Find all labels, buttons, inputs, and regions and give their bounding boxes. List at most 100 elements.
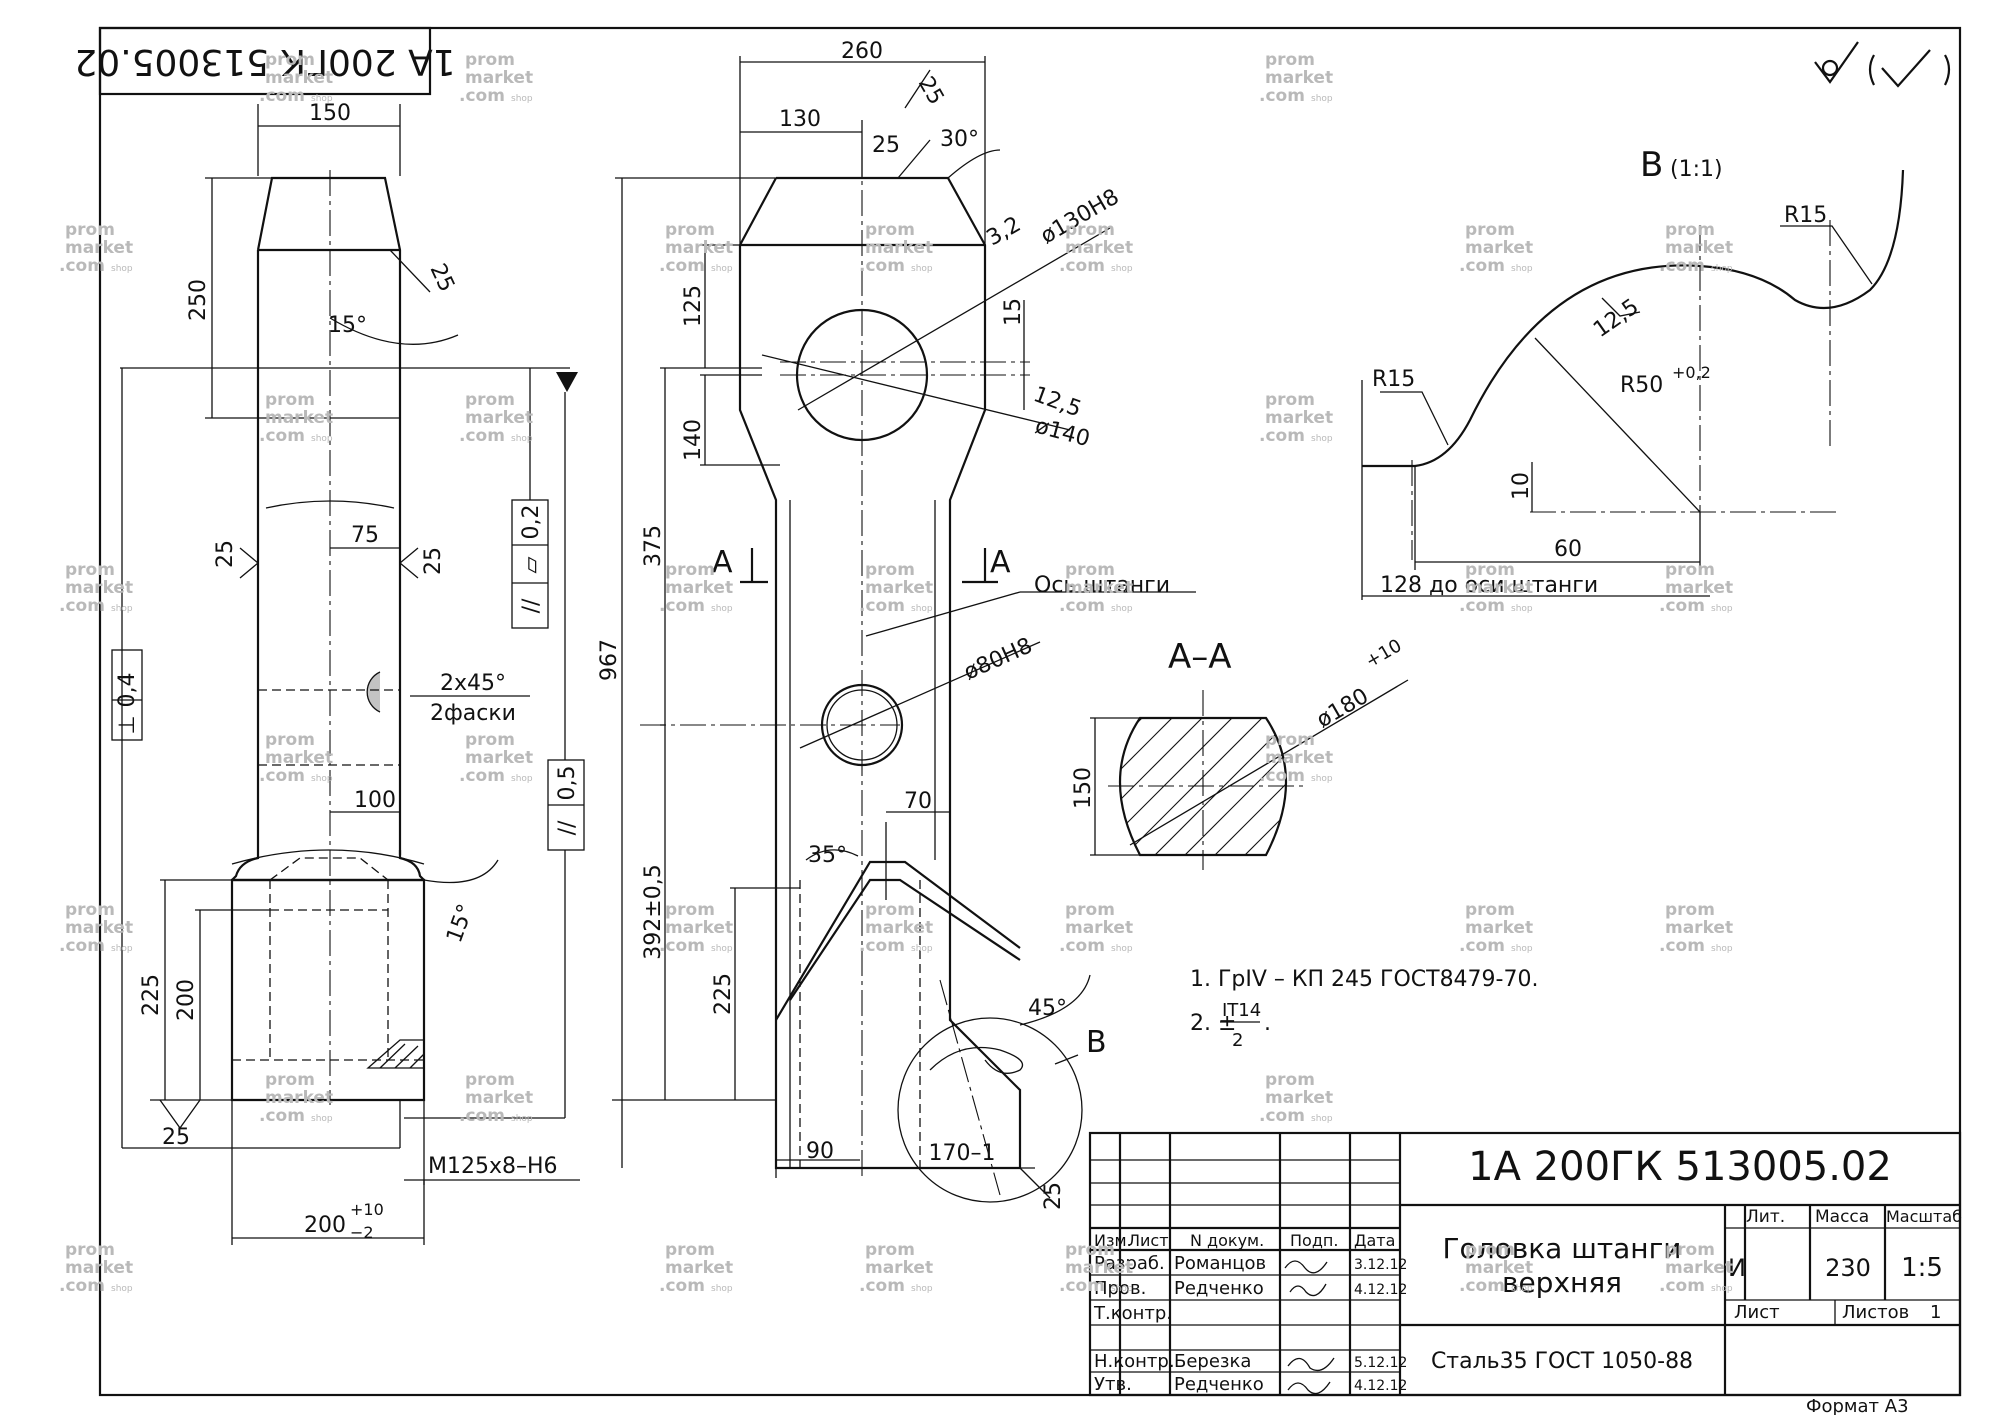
svg-text:15°: 15° xyxy=(328,313,367,338)
svg-text:shop: shop xyxy=(1511,604,1533,614)
role-4-date: 4.12.12 xyxy=(1354,1378,1407,1394)
svg-text:prom: prom xyxy=(1065,560,1115,580)
role-1-date: 4.12.12 xyxy=(1354,1282,1407,1298)
svg-text:prom: prom xyxy=(665,220,715,240)
svg-text:market: market xyxy=(865,1258,933,1278)
role-4-name: Редченко xyxy=(1174,1374,1264,1395)
role-4: Утв. xyxy=(1094,1374,1132,1395)
svg-text:market: market xyxy=(1065,918,1133,938)
svg-text:market: market xyxy=(1065,1258,1133,1278)
svg-text:+10: +10 xyxy=(1362,635,1405,672)
svg-text:shop: shop xyxy=(1711,944,1733,954)
svg-text:.com: .com xyxy=(59,596,105,616)
side-view: 150 250 15° 25 75 25 xyxy=(111,101,585,1245)
svg-text:25: 25 xyxy=(872,133,900,158)
svg-text:prom: prom xyxy=(465,390,515,410)
sheets-label: Листов xyxy=(1842,1302,1909,1323)
svg-text:.com: .com xyxy=(1459,936,1505,956)
role-3-name: Березка xyxy=(1174,1351,1251,1372)
hdr-izm: Изм. xyxy=(1094,1231,1132,1250)
svg-text:prom: prom xyxy=(1265,730,1315,750)
svg-text:prom: prom xyxy=(465,1070,515,1090)
svg-text:shop: shop xyxy=(311,434,333,444)
svg-text:0,2: 0,2 xyxy=(519,505,544,540)
svg-text:130: 130 xyxy=(779,107,821,132)
svg-text:shop: shop xyxy=(1311,94,1333,104)
svg-text:10: 10 xyxy=(1509,472,1534,500)
svg-text:shop: shop xyxy=(711,604,733,614)
svg-text:shop: shop xyxy=(711,264,733,274)
chamfer-label-2: 2фаски xyxy=(430,701,516,726)
cut-a-left: А xyxy=(712,545,733,580)
svg-text:.com: .com xyxy=(1459,596,1505,616)
svg-text:170–1: 170–1 xyxy=(929,1141,996,1166)
svg-text:market: market xyxy=(1265,1088,1333,1108)
svg-text:90: 90 xyxy=(806,1139,834,1164)
svg-text:60: 60 xyxy=(1554,537,1582,562)
svg-text:market: market xyxy=(1265,408,1333,428)
cut-a-right: А xyxy=(990,545,1011,580)
svg-text:market: market xyxy=(1065,238,1133,258)
svg-text:shop: shop xyxy=(1311,434,1333,444)
detail-scale: (1:1) xyxy=(1670,157,1723,182)
svg-text:prom: prom xyxy=(1665,220,1715,240)
svg-text:+0,2: +0,2 xyxy=(1672,363,1711,382)
svg-text:70: 70 xyxy=(904,789,932,814)
svg-text:−2: −2 xyxy=(350,1223,374,1242)
scale-label: Масштаб xyxy=(1886,1207,1962,1226)
note-1: 1. ГрIV – КП 245 ГОСТ8479-70. xyxy=(1190,967,1538,992)
svg-text:prom: prom xyxy=(1265,1070,1315,1090)
technical-notes: 1. ГрIV – КП 245 ГОСТ8479-70. 2. ± IT14 … xyxy=(1190,967,1538,1051)
svg-text:0,4: 0,4 xyxy=(115,673,140,708)
svg-text://: // xyxy=(519,598,544,613)
svg-text:prom: prom xyxy=(65,900,115,920)
svg-text:967: 967 xyxy=(597,639,622,681)
svg-text:.com: .com xyxy=(1259,86,1305,106)
role-3: Н.контр. xyxy=(1094,1351,1175,1372)
svg-text:prom: prom xyxy=(1665,1240,1715,1260)
svg-text:0,5: 0,5 xyxy=(555,766,580,801)
general-roughness-symbol xyxy=(1814,41,1951,88)
svg-text:prom: prom xyxy=(265,390,315,410)
mass-label: Масса xyxy=(1815,1207,1869,1227)
svg-text:25: 25 xyxy=(421,547,446,575)
svg-text:.com: .com xyxy=(1059,936,1105,956)
svg-text:shop: shop xyxy=(311,774,333,784)
svg-text:25: 25 xyxy=(425,260,459,296)
svg-text:prom: prom xyxy=(665,1240,715,1260)
svg-text:prom: prom xyxy=(1665,900,1715,920)
svg-text:.com: .com xyxy=(1259,766,1305,786)
svg-text:market: market xyxy=(65,1258,133,1278)
svg-text:prom: prom xyxy=(1465,1240,1515,1260)
svg-text:.com: .com xyxy=(1659,1276,1705,1296)
scale-value: 1:5 xyxy=(1901,1253,1943,1283)
svg-text:R50: R50 xyxy=(1620,373,1663,398)
svg-text:market: market xyxy=(65,578,133,598)
svg-text:.com: .com xyxy=(1459,1276,1505,1296)
svg-text:prom: prom xyxy=(1265,390,1315,410)
lit-label: Лит. xyxy=(1746,1207,1785,1227)
svg-text:prom: prom xyxy=(1665,560,1715,580)
svg-text:shop: shop xyxy=(911,944,933,954)
svg-text:15°: 15° xyxy=(442,901,479,946)
svg-text:25: 25 xyxy=(162,1125,190,1150)
svg-text:.com: .com xyxy=(1059,1276,1105,1296)
svg-text:100: 100 xyxy=(354,788,396,813)
svg-text:200: 200 xyxy=(174,979,199,1021)
svg-text:45°: 45° xyxy=(1028,996,1067,1021)
hdr-doc: N докум. xyxy=(1190,1231,1264,1250)
svg-text:prom: prom xyxy=(865,220,915,240)
svg-text:prom: prom xyxy=(1465,220,1515,240)
